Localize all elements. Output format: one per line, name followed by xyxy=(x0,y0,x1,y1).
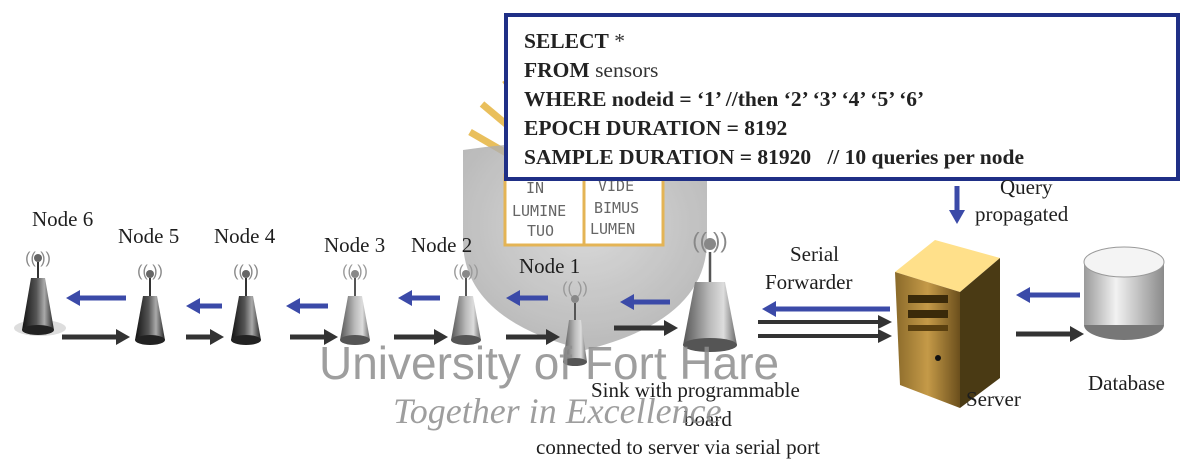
server-label: Server xyxy=(966,387,1021,411)
svg-text:(( )): (( )) xyxy=(692,228,727,253)
sink-label-line2: board xyxy=(684,407,732,431)
watermark-book-right-line2: BIMUS xyxy=(594,199,640,217)
query-epoch-duration: EPOCH DURATION = 8192 xyxy=(524,116,788,140)
svg-text:(( )): (( )) xyxy=(562,280,588,297)
watermark-book-right-line1: VIDE xyxy=(598,177,635,195)
svg-text:(( )): (( )) xyxy=(453,263,479,280)
svg-text:(( )): (( )) xyxy=(342,263,368,280)
watermark-book-left-line3: TUO xyxy=(527,222,555,240)
database-label: Database xyxy=(1088,371,1165,395)
node-4-label: Node 4 xyxy=(214,224,276,248)
query-line-sample: SAMPLE DURATION = 81920 // 10 queries pe… xyxy=(524,143,1176,172)
query-keyword-from: FROM xyxy=(524,58,590,82)
node-5-label: Node 5 xyxy=(118,224,180,248)
svg-text:(( )): (( )) xyxy=(233,263,259,280)
query-line-from: FROM sensors xyxy=(524,56,1176,85)
svg-text:(( )): (( )) xyxy=(137,263,163,280)
query-line-epoch: EPOCH DURATION = 8192 xyxy=(524,114,1176,143)
watermark-motto: Together in Excellence xyxy=(393,391,722,431)
node-1-icon: (( )) xyxy=(562,280,588,366)
serial-forwarder-label-line2: Forwarder xyxy=(765,270,853,294)
query-keyword-select: SELECT xyxy=(524,29,609,53)
sink-antenna-icon: (( )) xyxy=(683,228,737,352)
query-propagated-label-line2: propagated xyxy=(975,202,1069,226)
query-sample-duration: SAMPLE DURATION = 81920 xyxy=(524,145,812,169)
node-2-icon: (( )) xyxy=(451,263,481,345)
query-from-rest: sensors xyxy=(589,58,659,82)
query-comment: // 10 queries per node xyxy=(811,145,1025,169)
query-line-where: WHERE nodeid = ‘1’ //then ‘2’ ‘3’ ‘4’ ‘5… xyxy=(524,85,1176,114)
svg-text:(( )): (( )) xyxy=(25,250,51,267)
query-propagated-label-line1: Query xyxy=(1000,175,1053,199)
node-1-label: Node 1 xyxy=(519,254,581,278)
data-arrows xyxy=(62,315,1084,345)
node-4-icon: (( )) xyxy=(231,263,261,345)
node-5-icon: (( )) xyxy=(135,263,165,345)
server-icon xyxy=(895,240,1000,408)
query-box: SELECT * FROM sensors WHERE nodeid = ‘1’… xyxy=(504,13,1180,181)
watermark-book-left-line1: IN xyxy=(526,179,545,197)
node-6-label: Node 6 xyxy=(32,207,94,231)
watermark-book-right-line3: LUMEN xyxy=(590,220,636,238)
query-where-rest: = ‘1’ //then ‘2’ ‘3’ ‘4’ ‘5’ ‘6’ xyxy=(673,87,925,111)
serial-forwarder-label-line1: Serial xyxy=(790,242,839,266)
node-2-label: Node 2 xyxy=(411,233,473,257)
query-line-select: SELECT * xyxy=(524,27,1176,56)
sink-label-line3: connected to server via serial port xyxy=(536,435,820,459)
node-3-label: Node 3 xyxy=(324,233,386,257)
query-keyword-where: WHERE nodeid xyxy=(524,87,674,111)
node-6-icon: (( )) xyxy=(14,250,66,336)
sink-label-line1: Sink with programmable xyxy=(591,378,800,402)
query-select-rest: * xyxy=(608,29,625,53)
node-3-icon: (( )) xyxy=(340,263,370,345)
database-icon xyxy=(1083,246,1165,340)
watermark-book-left-line2: LUMINE xyxy=(512,202,567,220)
watermark-university: University of Fort Hare xyxy=(319,337,780,389)
query-arrows xyxy=(66,186,1080,317)
